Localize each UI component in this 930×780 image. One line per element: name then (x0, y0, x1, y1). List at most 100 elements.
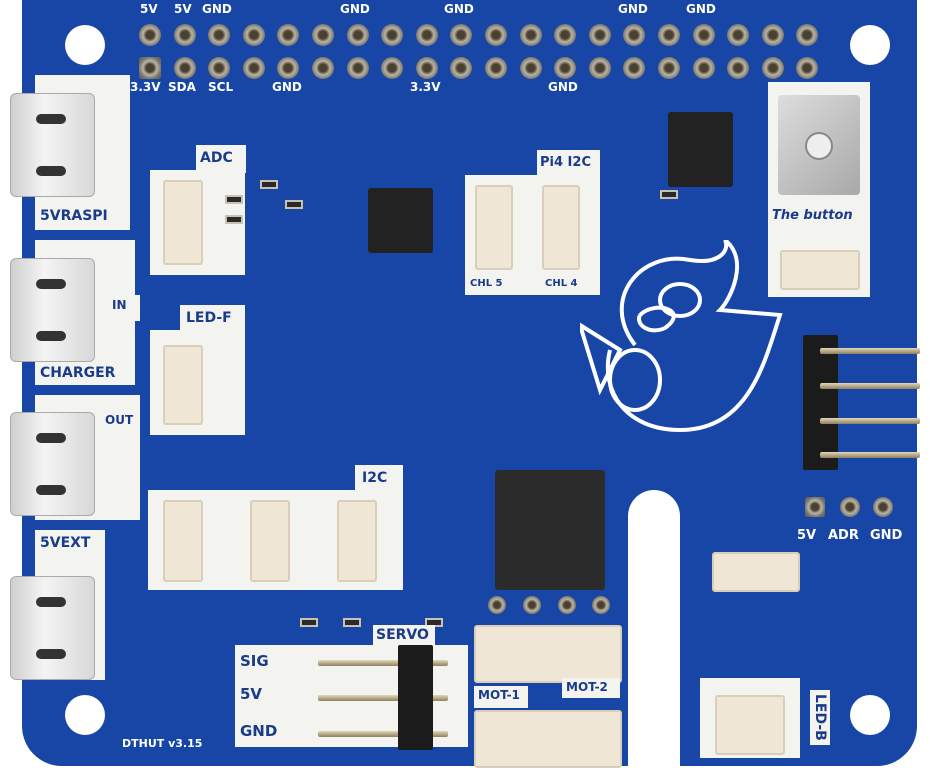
gpio-pin (415, 57, 438, 79)
chl4-connector[interactable] (542, 185, 580, 270)
connector-label-led-b: LED-B (810, 690, 830, 745)
gpio-pin (450, 57, 473, 79)
gpio-pin (727, 24, 750, 46)
addr-label: GND (870, 528, 903, 543)
gpio-pin (312, 24, 334, 46)
port-label: 5VEXT (40, 535, 91, 551)
gpio-pin (277, 57, 300, 79)
micro-usb-5vraspi[interactable] (10, 93, 95, 197)
chl5-connector[interactable] (475, 185, 513, 270)
button-connector[interactable] (780, 250, 860, 290)
gpio-pin (381, 24, 404, 46)
gpio-pin (242, 24, 265, 46)
gpio-label: GND (444, 2, 474, 16)
gpio-pin (485, 24, 507, 46)
addr-label: 5V (797, 528, 817, 543)
jst-connector[interactable] (712, 552, 800, 592)
gpio-pin (139, 57, 161, 79)
gpio-pin (796, 57, 819, 79)
connector-label-mot1: MOT-1 (478, 688, 520, 702)
mounting-hole (65, 25, 105, 65)
connector-label-servo: SERVO (376, 627, 429, 643)
gpio-pin (139, 24, 161, 46)
right-angle-header (803, 335, 838, 470)
connector-label-led-f: LED-F (186, 310, 232, 326)
gpio-pin (519, 24, 542, 46)
connector-label-chl4: CHL 4 (545, 278, 578, 289)
soic-chip (668, 112, 733, 187)
gpio-pin (450, 24, 473, 46)
adc-connector[interactable] (163, 180, 203, 265)
gpio-pin (554, 24, 577, 46)
gpio-pin (588, 57, 611, 79)
gpio-pin (485, 57, 507, 79)
gpio-pin (208, 57, 231, 79)
gpio-pin (588, 24, 611, 46)
adr-pad[interactable] (873, 497, 893, 517)
gpio-pin (692, 24, 715, 46)
gpio-label: 5V (174, 2, 192, 16)
gpio-label: GND (340, 2, 370, 16)
connector-label-mot2: MOT-2 (566, 680, 608, 694)
gpio-label: GND (272, 80, 302, 94)
gpio-pin (623, 24, 646, 46)
gpio-pin (346, 57, 369, 79)
connector-label-adc: ADC (200, 150, 233, 166)
servo-header[interactable] (398, 645, 433, 750)
gpio-pin (415, 24, 438, 46)
mounting-hole (850, 25, 890, 65)
i2c-connector[interactable] (163, 500, 203, 582)
port-label: IN (112, 298, 127, 312)
port-label: CHARGER (40, 365, 116, 381)
gpio-pin (173, 57, 196, 79)
mounting-hole (65, 695, 105, 735)
gpio-pin (727, 57, 750, 79)
gpio-label: 3.3V (130, 80, 161, 94)
gpio-label: GND (618, 2, 648, 16)
led-f-connector[interactable] (163, 345, 203, 425)
duck-logo-icon (580, 240, 783, 433)
gpio-pin (623, 57, 646, 79)
gpio-pin (658, 57, 680, 79)
i2c-connector[interactable] (337, 500, 377, 582)
gpio-pin (208, 24, 231, 46)
gpio-pin (658, 24, 680, 46)
button-label: The button (772, 208, 853, 223)
motor-driver-chip (495, 470, 605, 590)
led-b-connector[interactable] (715, 695, 785, 755)
gpio-label: SDA (168, 80, 196, 94)
gpio-pin (381, 57, 404, 79)
micro-usb-charger-in[interactable] (10, 258, 95, 362)
gpio-pin (796, 24, 819, 46)
gpio-label: GND (686, 2, 716, 16)
gpio-pin (173, 24, 196, 46)
gpio-label: 5V (140, 2, 158, 16)
gpio-pin (761, 57, 784, 79)
gpio-pin (554, 57, 577, 79)
port-label: 5VRASPI (40, 208, 108, 224)
board-slot (628, 490, 680, 780)
adr-pad[interactable] (805, 497, 825, 517)
servo-pin-label: 5V (240, 685, 263, 703)
gpio-pin (519, 57, 542, 79)
micro-usb-charger-out[interactable] (10, 412, 95, 516)
adr-pad[interactable] (840, 497, 860, 517)
addr-label: ADR (828, 528, 859, 543)
gpio-pin (346, 24, 369, 46)
gpio-label: GND (202, 2, 232, 16)
connector-label-chl5: CHL 5 (470, 278, 503, 289)
servo-pin-label: GND (240, 722, 278, 740)
gpio-pin (692, 57, 715, 79)
micro-usb-5vext[interactable] (10, 576, 95, 680)
push-button[interactable] (778, 95, 860, 195)
port-label: OUT (105, 413, 134, 427)
mounting-hole (850, 695, 890, 735)
i2c-connector[interactable] (250, 500, 290, 582)
gpio-label: GND (548, 80, 578, 94)
mot-1-connector[interactable] (474, 710, 622, 768)
connector-label-pi4-i2c: Pi4 I2C (540, 155, 591, 170)
gpio-pin (312, 57, 334, 79)
gpio-label: 3.3V (410, 80, 441, 94)
gpio-pin (242, 57, 265, 79)
mot-2-connector[interactable] (474, 625, 622, 683)
